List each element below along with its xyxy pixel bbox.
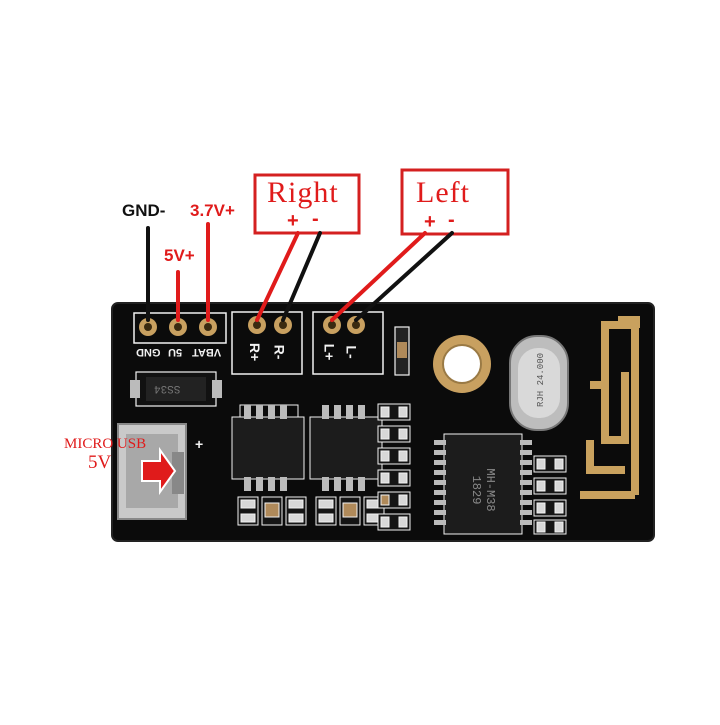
- amp-chip-right: [231, 404, 305, 491]
- left-minus-label: -: [448, 209, 455, 231]
- left-plus-label: +: [424, 211, 436, 233]
- silk-usb-plus: +: [195, 436, 204, 452]
- main-chip-marking: MH-M38 1829: [469, 468, 497, 512]
- silk-vbat: VBAT: [192, 346, 222, 358]
- mounting-hole: [433, 335, 491, 393]
- right-channel-label: Right: [267, 176, 339, 209]
- left-callout-box: [400, 168, 510, 236]
- silk-r-minus: R-: [271, 344, 288, 360]
- silk-5u: 5U: [168, 346, 183, 358]
- silk-l-plus: L+: [321, 343, 338, 361]
- diode-marking: SS34: [154, 382, 181, 394]
- silk-l-minus: L-: [343, 345, 360, 359]
- power-header: [133, 312, 227, 344]
- 5v-callout-label: 5V+: [164, 246, 195, 265]
- right-callout-box: [253, 173, 361, 235]
- micro-usb-label: MICRO USB: [64, 436, 147, 452]
- right-minus-label: -: [312, 208, 319, 230]
- right-plus-label: +: [287, 210, 299, 232]
- 3v7-callout-label: 3.7V+: [190, 201, 235, 220]
- micro-usb-connector: [117, 423, 187, 520]
- wires: [146, 222, 454, 322]
- bluetooth-main-chip: [434, 433, 532, 535]
- gnd-callout-label: GND-: [122, 201, 166, 220]
- crystal-marking: RJH 24.000: [536, 353, 546, 408]
- usb-5v-label: 5V: [88, 452, 112, 473]
- silk-gnd: GND: [136, 346, 161, 358]
- left-speaker-pads: [312, 311, 384, 375]
- right-speaker-pads: [231, 311, 303, 375]
- pcb-antenna: [580, 316, 640, 499]
- crystal-oscillator: [509, 335, 569, 431]
- left-channel-label: Left: [416, 176, 470, 209]
- amp-chip-left: [309, 405, 383, 491]
- passive-components: [237, 403, 567, 535]
- schottky-diode: [130, 371, 222, 407]
- silk-r-plus: R+: [247, 342, 264, 362]
